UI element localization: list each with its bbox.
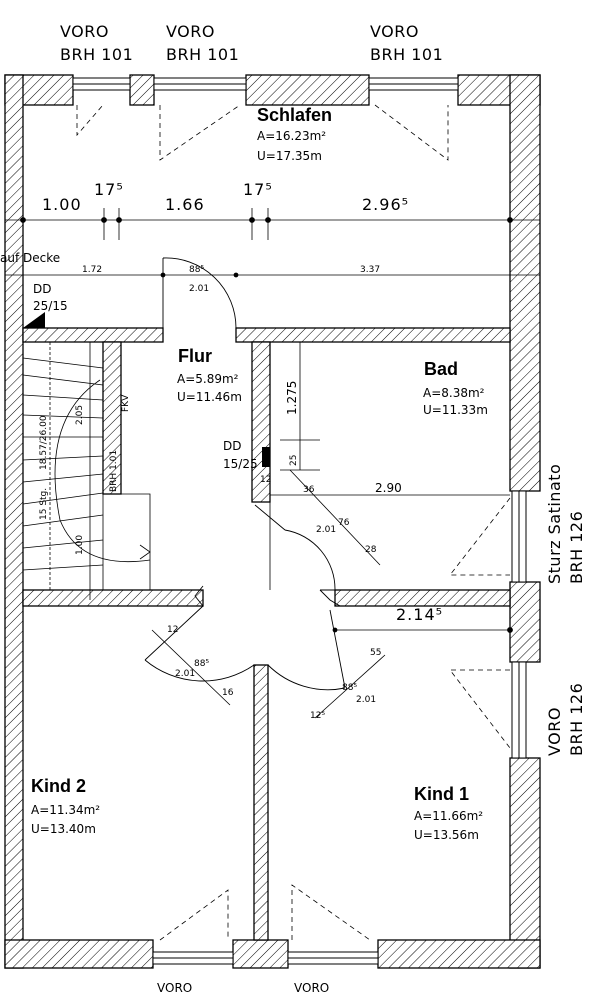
dimension-lines xyxy=(5,208,540,719)
dim-top-1: 1.00 xyxy=(42,195,82,214)
dim-second-2: 88⁵ xyxy=(189,265,204,275)
room-flur-perimeter: U=11.46m xyxy=(177,390,242,404)
room-bad-name: Bad xyxy=(424,359,458,379)
dim-bad-small-1: 25 xyxy=(289,455,299,466)
window-swings xyxy=(76,104,511,941)
dim-stair-1: 2.05 xyxy=(75,405,85,425)
dim-bad-small-6: 28 xyxy=(365,545,377,555)
wall-schlafen-left xyxy=(22,327,164,343)
dim-top-2: 17⁵ xyxy=(94,180,124,199)
room-flur-name: Flur xyxy=(178,346,212,366)
dim-door-kind2-4: 16 xyxy=(222,688,234,698)
wall-bottom-left xyxy=(4,939,154,969)
note-stair-ratio: 18.57/26.00 xyxy=(39,415,49,470)
room-kind1-perimeter: U=13.56m xyxy=(414,828,479,842)
wall-left xyxy=(4,74,24,969)
dd-marker-1 xyxy=(23,312,45,328)
dim-door-kind1-3: 2.01 xyxy=(356,695,376,705)
room-bad-perimeter: U=11.33m xyxy=(423,403,488,417)
dim-door-kind2-2: 88⁵ xyxy=(194,659,209,669)
wall-right-lower xyxy=(509,757,541,969)
window-top-3-type: VORO xyxy=(370,22,419,41)
wall-schlafen-right xyxy=(235,327,511,343)
staircase xyxy=(22,341,151,600)
window-bottom-1-type: VORO xyxy=(157,981,192,995)
dim-kind1-width: 2.14⁵ xyxy=(396,605,443,624)
wall-bad-bottom xyxy=(334,589,511,607)
dim-door-kind1-2: 88⁵ xyxy=(342,683,357,693)
room-kind2-area: A=11.34m² xyxy=(31,803,100,817)
wall-top-pier-2 xyxy=(245,74,370,106)
dim-door-kind1-1: 55 xyxy=(370,648,381,658)
room-bad-area: A=8.38m² xyxy=(423,386,485,400)
window-top-3-brh: BRH 101 xyxy=(370,45,443,64)
dim-door-kind2-3: 2.01 xyxy=(175,669,195,679)
dd-marker-2 xyxy=(262,447,270,467)
note-dd2-size: 15/25 xyxy=(223,457,258,471)
dim-second-1: 1.72 xyxy=(82,265,102,275)
wall-kind-divider xyxy=(253,664,269,941)
window-top-1-brh: BRH 101 xyxy=(60,45,133,64)
dim-top-4: 17⁵ xyxy=(243,180,273,199)
dim-door-kind2-1: 12 xyxy=(167,625,178,635)
wall-stair-bottom xyxy=(22,589,204,607)
door-kind2 xyxy=(144,605,255,682)
window-right-bad-brh: BRH 126 xyxy=(567,511,586,584)
walls xyxy=(4,74,541,969)
room-kind2-name: Kind 2 xyxy=(31,776,86,796)
dim-stair-2: 1.00 xyxy=(75,535,85,555)
dim-bad-width: 2.90 xyxy=(375,481,402,495)
note-stair-count: 15 Stg. xyxy=(39,488,49,520)
note-dd1-size: 25/15 xyxy=(33,299,68,313)
dim-bad-small-5: 2.01 xyxy=(316,525,336,535)
dim-bad-depth: 1.275 xyxy=(285,381,299,415)
window-right-kind1-brh: BRH 126 xyxy=(567,683,586,756)
room-kind2-perimeter: U=13.40m xyxy=(31,822,96,836)
door-schlafen xyxy=(162,257,237,329)
window-top-2-brh: BRH 101 xyxy=(166,45,239,64)
window-labels: VORO BRH 101 VORO BRH 101 VORO BRH 101 S… xyxy=(60,22,586,995)
annotations: auf Decke DD 25/15 DD 15/25 15 Stg. 18.5… xyxy=(0,251,258,520)
window-right-kind1-type: VORO xyxy=(545,707,564,756)
dim-bad-small-3: 36 xyxy=(303,485,315,495)
doors xyxy=(144,257,346,691)
window-top-1-type: VORO xyxy=(60,22,109,41)
wall-right-upper xyxy=(509,74,541,492)
room-labels: Schlafen A=16.23m² U=17.35m Flur A=5.89m… xyxy=(31,105,488,842)
dim-second-4: 3.37 xyxy=(360,265,380,275)
dim-bad-small-4: 76 xyxy=(338,518,350,528)
room-schlafen-name: Schlafen xyxy=(257,105,332,125)
dim-top-3: 1.66 xyxy=(165,195,205,214)
note-fkv: FKV xyxy=(121,394,131,412)
wall-bottom-pier xyxy=(232,939,289,969)
dim-door-kind1-4: 12⁵ xyxy=(310,711,325,721)
dim-top-5: 2.96⁵ xyxy=(362,195,409,214)
windows xyxy=(72,77,527,965)
dim-second-3: 2.01 xyxy=(189,284,209,294)
note-dd1: DD xyxy=(33,282,51,296)
note-brh: BRH 1.01 xyxy=(109,450,119,492)
door-kind1 xyxy=(267,609,346,691)
room-schlafen-perimeter: U=17.35m xyxy=(257,149,322,163)
window-top-2-type: VORO xyxy=(166,22,215,41)
window-right-bad-type: Sturz Satinato xyxy=(545,464,564,584)
dim-bad-small-2: 12 xyxy=(260,475,271,485)
window-bottom-2-type: VORO xyxy=(294,981,329,995)
note-decke: auf Decke xyxy=(0,251,60,265)
room-schlafen-area: A=16.23m² xyxy=(257,129,326,143)
room-kind1-area: A=11.66m² xyxy=(414,809,483,823)
note-dd2: DD xyxy=(223,439,241,453)
dimension-labels: 1.00 17⁵ 1.66 17⁵ 2.96⁵ 1.72 88⁵ 2.01 3.… xyxy=(42,180,443,721)
wall-right-middle xyxy=(509,581,541,663)
room-flur-area: A=5.89m² xyxy=(177,372,239,386)
door-bad xyxy=(254,504,336,591)
room-kind1-name: Kind 1 xyxy=(414,784,469,804)
wall-bottom-right xyxy=(377,939,541,969)
dd-markers xyxy=(23,312,270,467)
wall-top-pier-1 xyxy=(129,74,155,106)
